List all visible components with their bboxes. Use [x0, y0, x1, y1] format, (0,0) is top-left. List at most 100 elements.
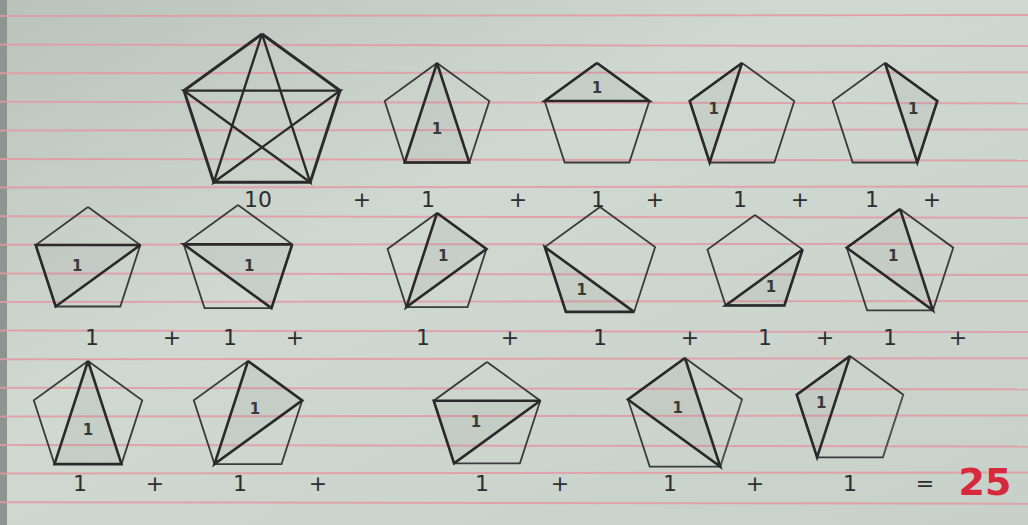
sum-term: + [816, 327, 834, 349]
pentagon-outline [797, 356, 904, 457]
ruled-line [0, 216, 1028, 218]
pentagon-outline [194, 361, 302, 464]
triangle [406, 213, 486, 307]
sum-term: 1 [758, 327, 772, 349]
triangle-count: 1 [250, 401, 260, 416]
ruled-line [0, 72, 1028, 73]
sum-term: 1 [843, 473, 857, 495]
triangle [690, 63, 742, 162]
ruled-lines [0, 15, 1028, 504]
sum-term: + [163, 327, 181, 349]
pentagon-figure [833, 63, 938, 162]
sum-term: 1 [733, 189, 747, 211]
triangle [885, 63, 937, 162]
pentagon-outline [690, 63, 795, 162]
triangle-count: 1 [816, 395, 826, 410]
sum-term: + [746, 473, 764, 495]
triangle-count: 1 [908, 101, 918, 116]
triangle-count: 1 [471, 414, 481, 429]
pentagon-outline [833, 63, 938, 162]
pentagon-figure [388, 213, 487, 307]
pentagon-outline [36, 207, 141, 306]
sum-term: 1 [593, 327, 607, 349]
sum-term: 1 [663, 473, 677, 495]
ruled-line [0, 129, 1028, 130]
sum-term: + [146, 473, 164, 495]
pentagon-figure [36, 207, 141, 306]
pentagon-figure [847, 209, 954, 310]
pentagon-outline [628, 358, 742, 467]
pentagon-outline [388, 213, 487, 307]
triangle [797, 356, 850, 457]
triangle-count: 1 [709, 101, 719, 116]
ruled-line [0, 15, 1028, 16]
pentagon-outline [545, 207, 655, 312]
pentagon-outline [385, 63, 490, 162]
ruled-line [0, 102, 1028, 104]
ruled-line [0, 502, 1028, 504]
sum-term: + [353, 189, 371, 211]
page-edge [0, 0, 7, 525]
sum-term: + [923, 189, 941, 211]
pentagon-figure [707, 215, 802, 305]
ruled-line [0, 187, 1028, 188]
sum-term: 1 [73, 473, 87, 495]
sum-term: + [791, 189, 809, 211]
pentagon-figure [797, 356, 904, 457]
pentagon-diagonals [184, 34, 340, 182]
pentagon-outline [707, 215, 802, 305]
sum-term: = [916, 473, 934, 495]
pentagon-outline [847, 209, 954, 310]
sum-term: 1 [475, 473, 489, 495]
pentagon-figure [690, 63, 795, 162]
sum-term: 10 [244, 189, 272, 211]
sum-term: 1 [865, 189, 879, 211]
pentagon-outline [434, 362, 541, 463]
pentagon-outline [34, 361, 142, 464]
sum-term: 1 [421, 189, 435, 211]
pentagon-figures [34, 34, 953, 467]
sum-term: 1 [591, 189, 605, 211]
triangle-count: 1 [438, 249, 448, 264]
triangle-count: 1 [72, 258, 82, 273]
pentagon-outline [184, 34, 340, 182]
triangle-count: 1 [766, 279, 776, 294]
ruled-line [0, 445, 1028, 447]
triangle-count: 1 [888, 248, 898, 263]
pentagon-figure [34, 361, 142, 464]
sum-term: + [646, 189, 664, 211]
sum-term: + [551, 473, 569, 495]
pentagon-outline [545, 63, 650, 162]
sum-term: + [501, 327, 519, 349]
triangle-count: 1 [244, 258, 254, 273]
sum-term: + [286, 327, 304, 349]
pencil-line [883, 395, 903, 458]
ruled-line [0, 273, 1028, 275]
pentagon-figure [385, 63, 490, 162]
ruled-line [0, 358, 1028, 359]
ruled-line [0, 388, 1028, 390]
pentagon-figure [184, 205, 292, 308]
triangle [545, 63, 650, 101]
sum-term: 1 [85, 327, 99, 349]
sum-term: 1 [416, 327, 430, 349]
pentagon-figure [628, 358, 742, 467]
triangle [545, 247, 634, 312]
ruled-line [0, 45, 1028, 47]
triangle-count: 1 [592, 81, 602, 96]
pentagon-figure [545, 63, 650, 162]
triangle [434, 401, 541, 464]
pentagon-figure [194, 361, 302, 464]
pencil-line [720, 399, 742, 466]
triangle-count: 1 [432, 122, 442, 137]
sum-term: + [309, 473, 327, 495]
sum-term: + [509, 189, 527, 211]
triangle [726, 250, 803, 306]
sum-term: 1 [223, 327, 237, 349]
triangle [36, 245, 141, 306]
sum-term: 1 [883, 327, 897, 349]
triangle [405, 63, 470, 162]
